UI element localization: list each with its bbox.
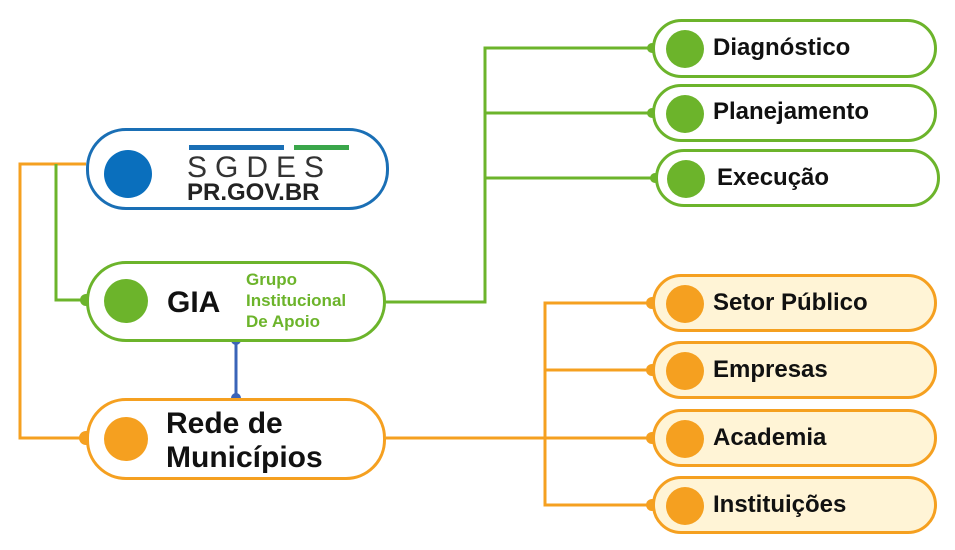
rede-node-dot <box>104 417 148 461</box>
rede-label-line: Rede de <box>166 407 283 440</box>
node-empresas: Empresas <box>652 341 937 399</box>
root-node-dot <box>104 150 152 198</box>
sgdes-wordmark: SGDES <box>187 151 333 184</box>
gia-node: GIA Grupo Institucional De Apoio <box>86 261 386 342</box>
node-diagnostico-dot <box>666 30 704 68</box>
rede-label: Rede de Municípios <box>166 407 323 475</box>
node-planejamento-dot <box>666 95 704 133</box>
root-node-sgdes: SGDES PR.GOV.BR <box>86 128 389 210</box>
node-diagnostico-label: Diagnóstico <box>713 34 851 61</box>
gia-full-name-line: Institucional <box>246 291 347 310</box>
sgdes-domain: PR.GOV.BR <box>187 179 320 206</box>
sgdes-logo-stripes <box>189 145 349 150</box>
node-academia: Academia <box>652 409 937 467</box>
node-execucao: Execução <box>655 149 940 207</box>
node-instituicoes-dot <box>666 487 704 525</box>
gia-full-name-line: Grupo <box>246 270 297 289</box>
node-setor-publico: Setor Público <box>652 274 937 332</box>
node-diagnostico: Diagnóstico <box>652 19 937 78</box>
node-instituicoes: Instituições <box>652 476 937 534</box>
node-execucao-dot <box>667 160 705 198</box>
node-academia-label: Academia <box>713 424 827 451</box>
node-empresas-label: Empresas <box>713 356 828 383</box>
node-planejamento-label: Planejamento <box>713 98 870 125</box>
gia-node-dot <box>104 279 148 323</box>
node-execucao-label: Execução <box>717 164 830 191</box>
node-setor-publico-dot <box>666 285 704 323</box>
node-planejamento: Planejamento <box>652 84 937 142</box>
gia-acronym: GIA <box>167 286 221 319</box>
gia-full-name-line: De Apoio <box>246 312 320 331</box>
node-academia-dot <box>666 420 704 458</box>
rede-label-line: Municípios <box>166 441 323 474</box>
node-instituicoes-label: Instituições <box>713 491 847 518</box>
gia-full-name: Grupo Institucional De Apoio <box>246 269 346 332</box>
node-setor-publico-label: Setor Público <box>713 289 868 316</box>
node-empresas-dot <box>666 352 704 390</box>
rede-municipios-node: Rede de Municípios <box>86 398 386 480</box>
